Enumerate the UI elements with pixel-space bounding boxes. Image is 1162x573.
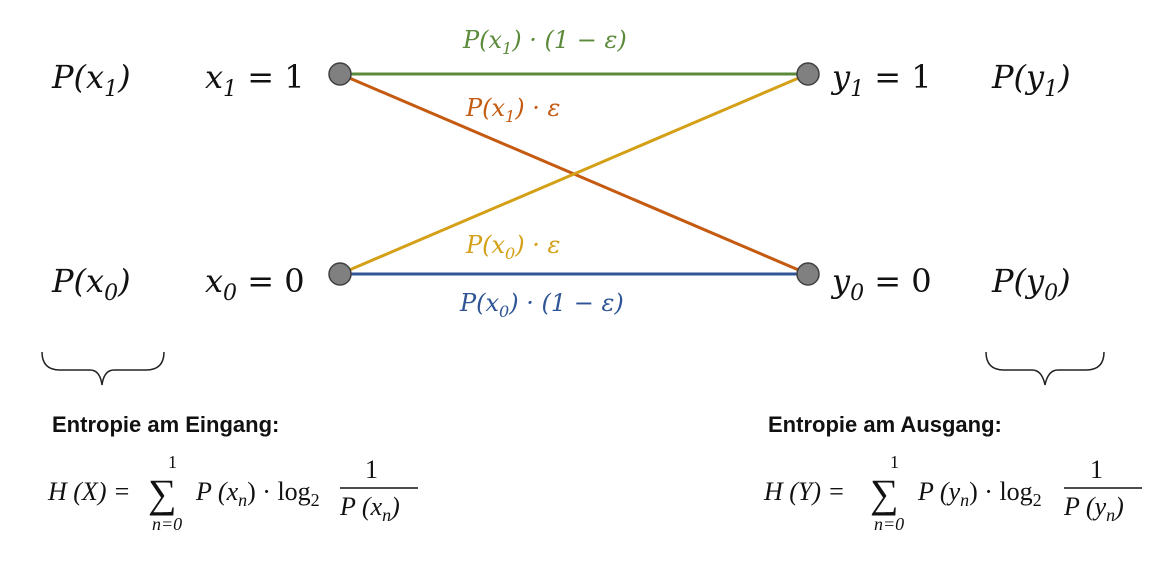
edge-x0-y1	[339, 72, 809, 276]
svg-text:P (xn): P (xn)	[339, 492, 400, 525]
svg-text:P (yn): P (yn)	[1063, 492, 1124, 525]
svg-text:P (yn) · log2: P (yn) · log2	[917, 477, 1042, 510]
prob-y1-label: P(y1)	[991, 58, 1071, 102]
svg-text:∑: ∑	[148, 471, 177, 516]
input-entropy-title: Entropie am Eingang:	[52, 412, 279, 437]
svg-text:H (X) =: H (X) =	[47, 477, 131, 506]
edge-label-x0-y1: P(x0) · ε	[465, 231, 560, 263]
output-entropy-formula: H (Y) = 1 ∑ n=0 P (yn) · log2 1 P (yn)	[763, 452, 1142, 534]
var-y0-label: y0 = 0	[830, 262, 932, 306]
output-entropy-title: Entropie am Ausgang:	[768, 412, 1002, 437]
prob-x0-label: P(x0)	[51, 262, 131, 306]
node-x0	[328, 262, 352, 286]
edge-label-x1-y1: P(x1) · (1 − ε)	[462, 26, 627, 58]
svg-text:n=0: n=0	[152, 514, 182, 534]
node-y0	[796, 262, 820, 286]
svg-text:n=0: n=0	[874, 514, 904, 534]
svg-text:∑: ∑	[870, 471, 899, 516]
input-entropy-formula: H (X) = 1 ∑ n=0 P (xn) · log2 1 P (xn)	[47, 452, 418, 534]
node-x1	[328, 62, 352, 86]
left-brace	[41, 351, 165, 386]
var-x0-label: x0 = 0	[205, 262, 305, 306]
svg-text:1: 1	[890, 452, 899, 472]
svg-text:P (xn) · log2: P (xn) · log2	[195, 477, 320, 510]
svg-text:H (Y) =: H (Y) =	[763, 477, 845, 506]
var-y1-label: y1 = 1	[830, 58, 932, 102]
edge-label-x0-y0: P(x0) · (1 − ε)	[459, 289, 624, 321]
prob-x1-label: P(x1)	[51, 58, 131, 102]
right-brace	[985, 351, 1105, 386]
svg-text:1: 1	[1090, 455, 1103, 484]
edge-label-x1-y0: P(x1) · ε	[465, 94, 560, 126]
node-y1	[796, 62, 820, 86]
svg-text:1: 1	[365, 455, 378, 484]
prob-y0-label: P(y0)	[991, 262, 1071, 306]
var-x1-label: x1 = 1	[205, 58, 305, 102]
svg-text:1: 1	[168, 452, 177, 472]
